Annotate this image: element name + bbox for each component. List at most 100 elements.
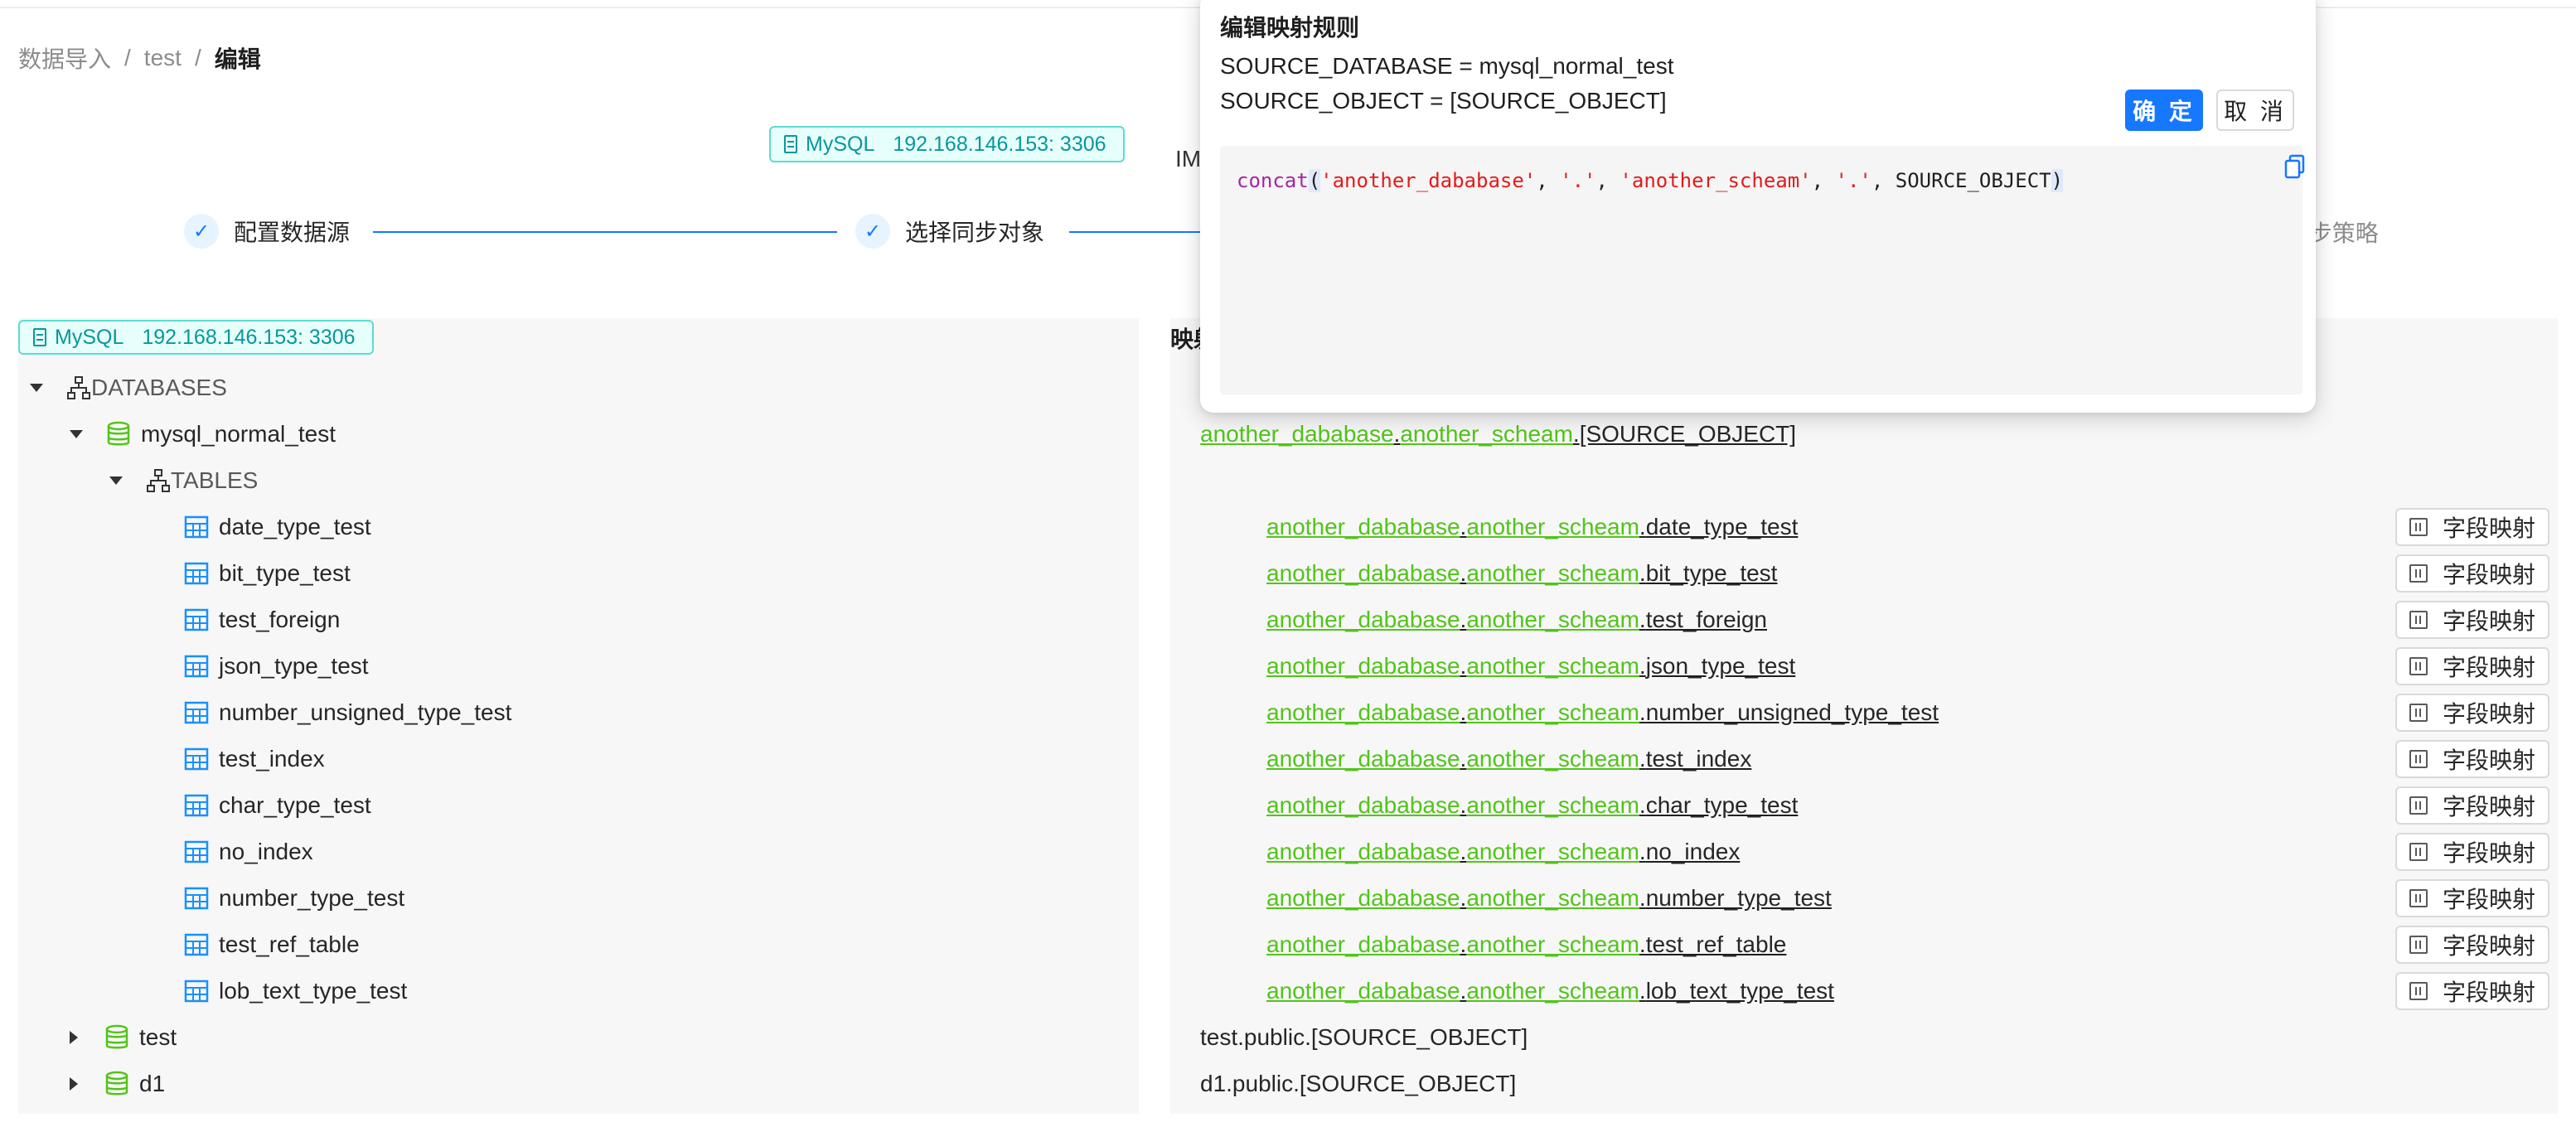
field-mapping-button[interactable]: 字段映射 xyxy=(2395,554,2549,593)
tree-node-table[interactable]: test_ref_table xyxy=(184,928,360,961)
field-mapping-button[interactable]: 字段映射 xyxy=(2395,740,2549,778)
mapped-table: test_ref_table xyxy=(1645,931,1787,957)
db-mapping-rule[interactable]: d1.public.[SOURCE_OBJECT] xyxy=(1200,1071,1517,1096)
dot: . xyxy=(1460,746,1467,771)
mapped-object: [SOURCE_OBJECT] xyxy=(1579,421,1797,447)
tree-node-databases[interactable]: DATABASES xyxy=(30,371,227,404)
edit-mapping-popover: 编辑映射规则 SOURCE_DATABASE = mysql_normal_te… xyxy=(1200,0,2316,413)
tree-label: no_index xyxy=(219,839,313,864)
breadcrumb-item-test[interactable]: test xyxy=(143,45,182,70)
tree-node-table[interactable]: json_type_test xyxy=(184,650,369,683)
db-mapping-rule[interactable]: test.public.[SOURCE_OBJECT] xyxy=(1200,1024,1528,1050)
tree-label: DATABASES xyxy=(91,375,227,400)
tree-label: json_type_test xyxy=(219,653,369,679)
mapped-schema: another_scheam xyxy=(1466,653,1639,679)
popover-title: 编辑映射规则 xyxy=(1220,15,1360,41)
table-mapping-rule[interactable]: another_dababase.another_scheam.number_u… xyxy=(1266,696,1939,729)
tree-node-table[interactable]: bit_type_test xyxy=(184,557,351,590)
tree-label: TABLES xyxy=(171,467,259,493)
mapped-schema: another_scheam xyxy=(1466,885,1639,911)
field-mapping-button[interactable]: 字段映射 xyxy=(2395,601,2549,639)
dot: . xyxy=(1639,560,1646,586)
mapped-database: another_dababase xyxy=(1266,607,1460,632)
table-mapping-rule[interactable]: another_dababase.another_scheam.date_typ… xyxy=(1266,510,1798,544)
dot: . xyxy=(1460,931,1467,957)
field-mapping-label: 字段映射 xyxy=(2442,840,2535,866)
table-mapping-rule[interactable]: another_dababase.another_scheam.no_index xyxy=(1266,835,1740,868)
tree-node-table[interactable]: no_index xyxy=(184,835,313,868)
tree-label: char_type_test xyxy=(219,792,371,818)
field-mapping-button[interactable]: 字段映射 xyxy=(2395,647,2549,685)
tree-node-table[interactable]: test_index xyxy=(184,742,325,776)
check-icon: ✓ xyxy=(184,214,219,249)
tree-node-table[interactable]: date_type_test xyxy=(184,510,371,544)
tree-node-database[interactable]: test xyxy=(70,1021,177,1054)
table-mapping-rule[interactable]: another_dababase.another_scheam.lob_text… xyxy=(1266,975,1834,1008)
table-mapping-rule[interactable]: another_dababase.another_scheam.test_ind… xyxy=(1266,742,1751,776)
tree-label: d1 xyxy=(139,1071,166,1096)
field-mapping-button[interactable]: 字段映射 xyxy=(2395,926,2549,964)
hierarchy-icon xyxy=(66,375,91,400)
caret-down-icon[interactable] xyxy=(30,384,43,392)
tree-node-table[interactable]: test_foreign xyxy=(184,603,340,636)
dot: . xyxy=(1572,421,1580,447)
field-mapping-button[interactable]: 字段映射 xyxy=(2395,786,2549,825)
rule-expression[interactable]: concat('another_dababase', '.', 'another… xyxy=(1237,169,2064,192)
copy-icon[interactable] xyxy=(2284,154,2306,179)
tree-node-database[interactable]: mysql_normal_test xyxy=(70,418,336,451)
caret-right-icon[interactable] xyxy=(70,1031,78,1044)
rule-code-editor[interactable]: concat('another_dababase', '.', 'another… xyxy=(1220,146,2305,394)
tree-label: number_type_test xyxy=(219,885,405,911)
code-paren: ( xyxy=(1308,169,1321,192)
step-label: 配置数据源 xyxy=(234,220,351,245)
mapped-table: bit_type_test xyxy=(1645,560,1778,586)
step-connector xyxy=(373,231,837,233)
source-datasource-tag: MySQL 192.168.146.153: 3306 xyxy=(769,126,1125,162)
columns-icon xyxy=(2409,936,2428,954)
mapped-schema: another_scheam xyxy=(1466,792,1639,818)
table-icon xyxy=(184,839,209,864)
tree-node-table[interactable]: lob_text_type_test xyxy=(184,975,407,1008)
tree-label: test_ref_table xyxy=(219,931,360,957)
tree-node-database[interactable]: d1 xyxy=(70,1067,165,1100)
table-mapping-rule[interactable]: another_dababase.another_scheam.json_typ… xyxy=(1266,650,1795,683)
breadcrumb-item-import[interactable]: 数据导入 xyxy=(18,46,112,72)
source-database-var: SOURCE_DATABASE = mysql_normal_test xyxy=(1220,53,1674,79)
table-mapping-rule[interactable]: another_dababase.another_scheam.bit_type… xyxy=(1266,557,1777,590)
table-mapping-rule[interactable]: another_dababase.another_scheam.char_typ… xyxy=(1266,789,1798,822)
caret-right-icon[interactable] xyxy=(70,1077,78,1091)
table-mapping-rule[interactable]: another_dababase.another_scheam.test_ref… xyxy=(1266,928,1786,961)
db-mapping-rule[interactable]: another_dababase.another_scheam.[SOURCE_… xyxy=(1200,418,1796,451)
tree-node-table[interactable]: char_type_test xyxy=(184,789,371,822)
step-connector xyxy=(1069,231,1200,233)
table-icon xyxy=(184,561,209,586)
confirm-button[interactable]: 确 定 xyxy=(2125,89,2203,131)
tree-node-tables[interactable]: TABLES xyxy=(109,464,258,497)
cancel-button[interactable]: 取 消 xyxy=(2216,89,2294,131)
field-mapping-button[interactable]: 字段映射 xyxy=(2395,508,2549,546)
table-icon xyxy=(184,515,209,539)
tree-label: mysql_normal_test xyxy=(141,421,336,447)
tree-node-table[interactable]: number_type_test xyxy=(184,882,404,915)
breadcrumb: 数据导入 / test / 编辑 xyxy=(18,41,261,75)
caret-down-icon[interactable] xyxy=(109,476,123,485)
field-mapping-button[interactable]: 字段映射 xyxy=(2395,972,2549,1010)
code-sep: , xyxy=(1595,169,1620,192)
field-mapping-button[interactable]: 字段映射 xyxy=(2395,833,2549,871)
table-icon xyxy=(184,886,209,911)
mapped-database: another_dababase xyxy=(1266,653,1460,679)
table-icon xyxy=(184,654,209,679)
caret-down-icon[interactable] xyxy=(70,430,83,438)
tree-label: test_foreign xyxy=(219,607,341,632)
field-mapping-button[interactable]: 字段映射 xyxy=(2395,694,2549,732)
table-mapping-rule[interactable]: another_dababase.another_scheam.test_for… xyxy=(1266,603,1767,636)
dot: . xyxy=(1639,792,1646,818)
table-mapping-rule[interactable]: another_dababase.another_scheam.number_t… xyxy=(1266,882,1832,915)
columns-icon xyxy=(2409,982,2428,1000)
mapped-schema: another_scheam xyxy=(1466,931,1639,957)
tree-node-table[interactable]: number_unsigned_type_test xyxy=(184,696,511,729)
columns-icon xyxy=(2409,750,2428,768)
field-mapping-button[interactable]: 字段映射 xyxy=(2395,879,2549,917)
mapped-database: another_dababase xyxy=(1266,514,1460,539)
source-object-var: SOURCE_OBJECT = [SOURCE_OBJECT] xyxy=(1220,88,1667,114)
